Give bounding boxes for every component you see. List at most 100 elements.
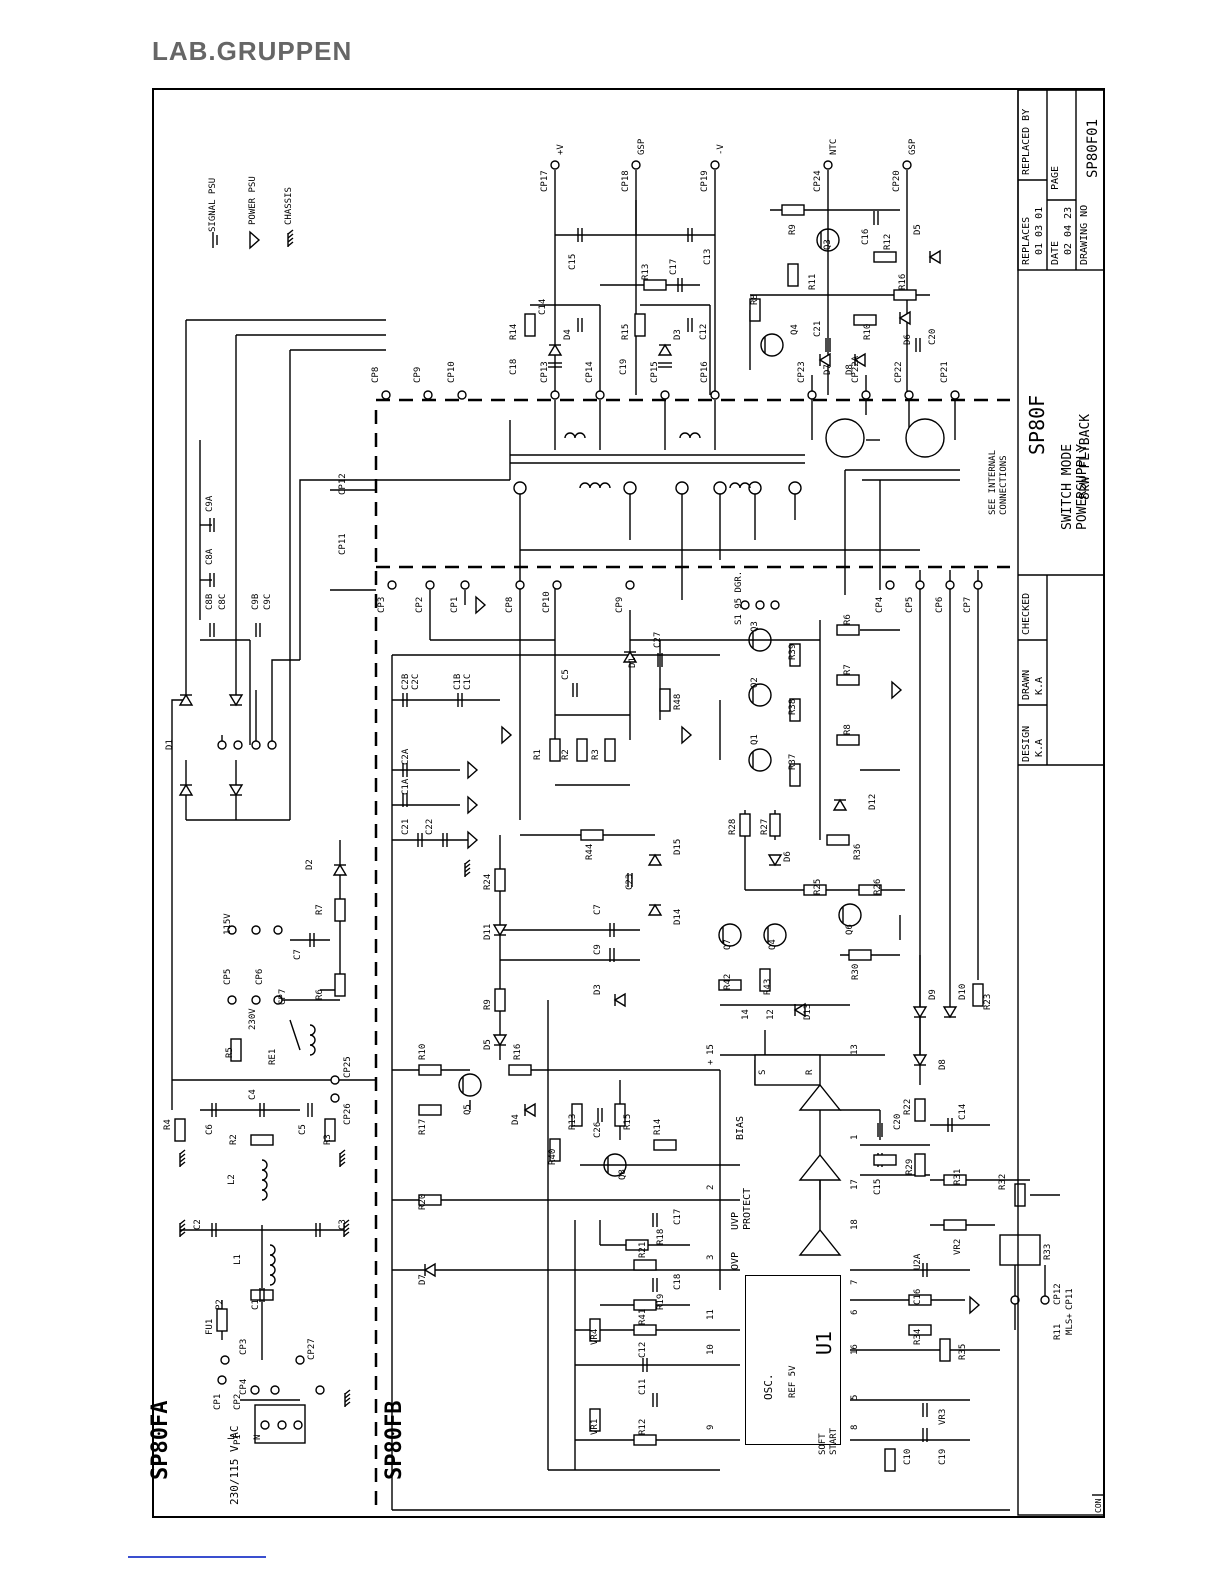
component-label: CP12 [1053,1283,1063,1305]
input-voltage-label: 230/115 V AC [228,1425,241,1505]
component-label: C2 [193,1219,203,1230]
inductor-coil [261,1159,268,1201]
power-ground-symbol [467,795,479,815]
component-label: D6 [903,334,913,345]
resistor [418,1064,442,1076]
component-label: CP22A [851,355,861,383]
inductor-coil [564,432,586,439]
component-label: R [805,1069,815,1075]
transistor [718,923,742,947]
component-label: R33 [1043,1244,1053,1260]
resistor [781,204,805,216]
resistor [769,813,781,837]
component-label: CP11 [1065,1288,1075,1310]
ic-osc-label: OSC. [762,1373,775,1401]
component-label: CP15 [650,361,660,383]
sp80fa-title: SP80FA [148,1400,173,1480]
resistor [589,1318,601,1342]
resistor [1014,1183,1026,1207]
title-line2: 8kW FLYBACK [1078,413,1093,500]
transistor [838,903,862,927]
component-label: R6 [315,989,325,1000]
component-label: 14 [741,1009,751,1020]
component-label: C12 [699,324,709,340]
transistor [748,748,772,772]
see-internal-note: SEE INTERNAL CONNECTIONS [988,449,1009,515]
component-label: R37 [788,754,798,770]
component-label: CP9 [413,367,423,383]
chassis-symbol [464,867,471,873]
component-label: 12 [766,1009,776,1020]
component-label: C7 [593,904,603,915]
drawn-value: K.A [1034,676,1045,695]
connector [885,580,895,590]
component-label: R8 [843,724,853,735]
component-label: CP8 [505,597,515,613]
chassis-symbol [343,1219,350,1225]
connector [631,160,641,170]
diode [492,1034,508,1047]
resistor [836,734,860,746]
connector [295,1355,305,1365]
component-label: R3 [323,1134,333,1145]
component-label: R20 [418,1194,428,1210]
resistor [873,1154,897,1166]
component-label: R44 [585,844,595,860]
component-label: R19 [656,1294,666,1310]
connector [950,390,960,400]
component-label: R2 [561,749,571,760]
component-label: R42 [723,974,733,990]
component-label: R23 [983,994,993,1010]
component-label: D9 [928,989,938,1000]
chassis-symbol [464,859,471,865]
connector [270,1385,280,1395]
power-ground-symbol [467,830,479,850]
component-label: CP11 [338,533,348,555]
component-label: 18 [850,1219,860,1230]
component-label: RE1 [268,1049,278,1065]
resistor [759,968,771,992]
diode [647,853,663,866]
component-label: P1 [233,1434,243,1445]
component-label: C9A [205,495,215,512]
chassis-symbol [179,1219,186,1225]
component-label: C1A [401,778,411,795]
winding-dot [788,481,802,495]
diode [423,1262,436,1278]
component-label: Q4 [790,324,800,335]
resistor [858,884,882,896]
winding-dot [675,481,689,495]
component-label: C21 [401,819,411,835]
inductor-coil [729,482,751,489]
component-label: R8 [750,294,760,305]
inductor-coil [679,432,701,439]
component-label: C16 [913,1289,923,1305]
component-label: C26 [593,1122,603,1138]
component-label: Q5 [463,1104,473,1115]
component-label: C22 [425,819,435,835]
resistor [571,1103,583,1127]
connector [381,390,391,400]
design-label: DESIGN [1021,725,1032,762]
component-label: C15 [568,254,578,270]
wire [289,1019,301,1051]
connector [595,390,605,400]
connector [823,160,833,170]
connector [330,1093,340,1103]
connector [251,995,261,1005]
diode [547,343,563,356]
component-label: R25 [813,879,823,895]
component-label: D1 [628,657,638,668]
component-label: R18 [656,1229,666,1245]
connector [227,925,237,935]
chassis-symbol [343,1231,350,1237]
component-label: R7 [315,904,325,915]
ic-ovp-label: OVP [730,1251,741,1270]
component-label: CP6 [935,597,945,613]
resistor [250,1134,274,1146]
component-label: R30 [851,964,861,980]
diode [928,249,941,265]
resistor [789,763,801,787]
component-label: D14 [673,909,683,925]
component-label: C2C [411,674,421,690]
